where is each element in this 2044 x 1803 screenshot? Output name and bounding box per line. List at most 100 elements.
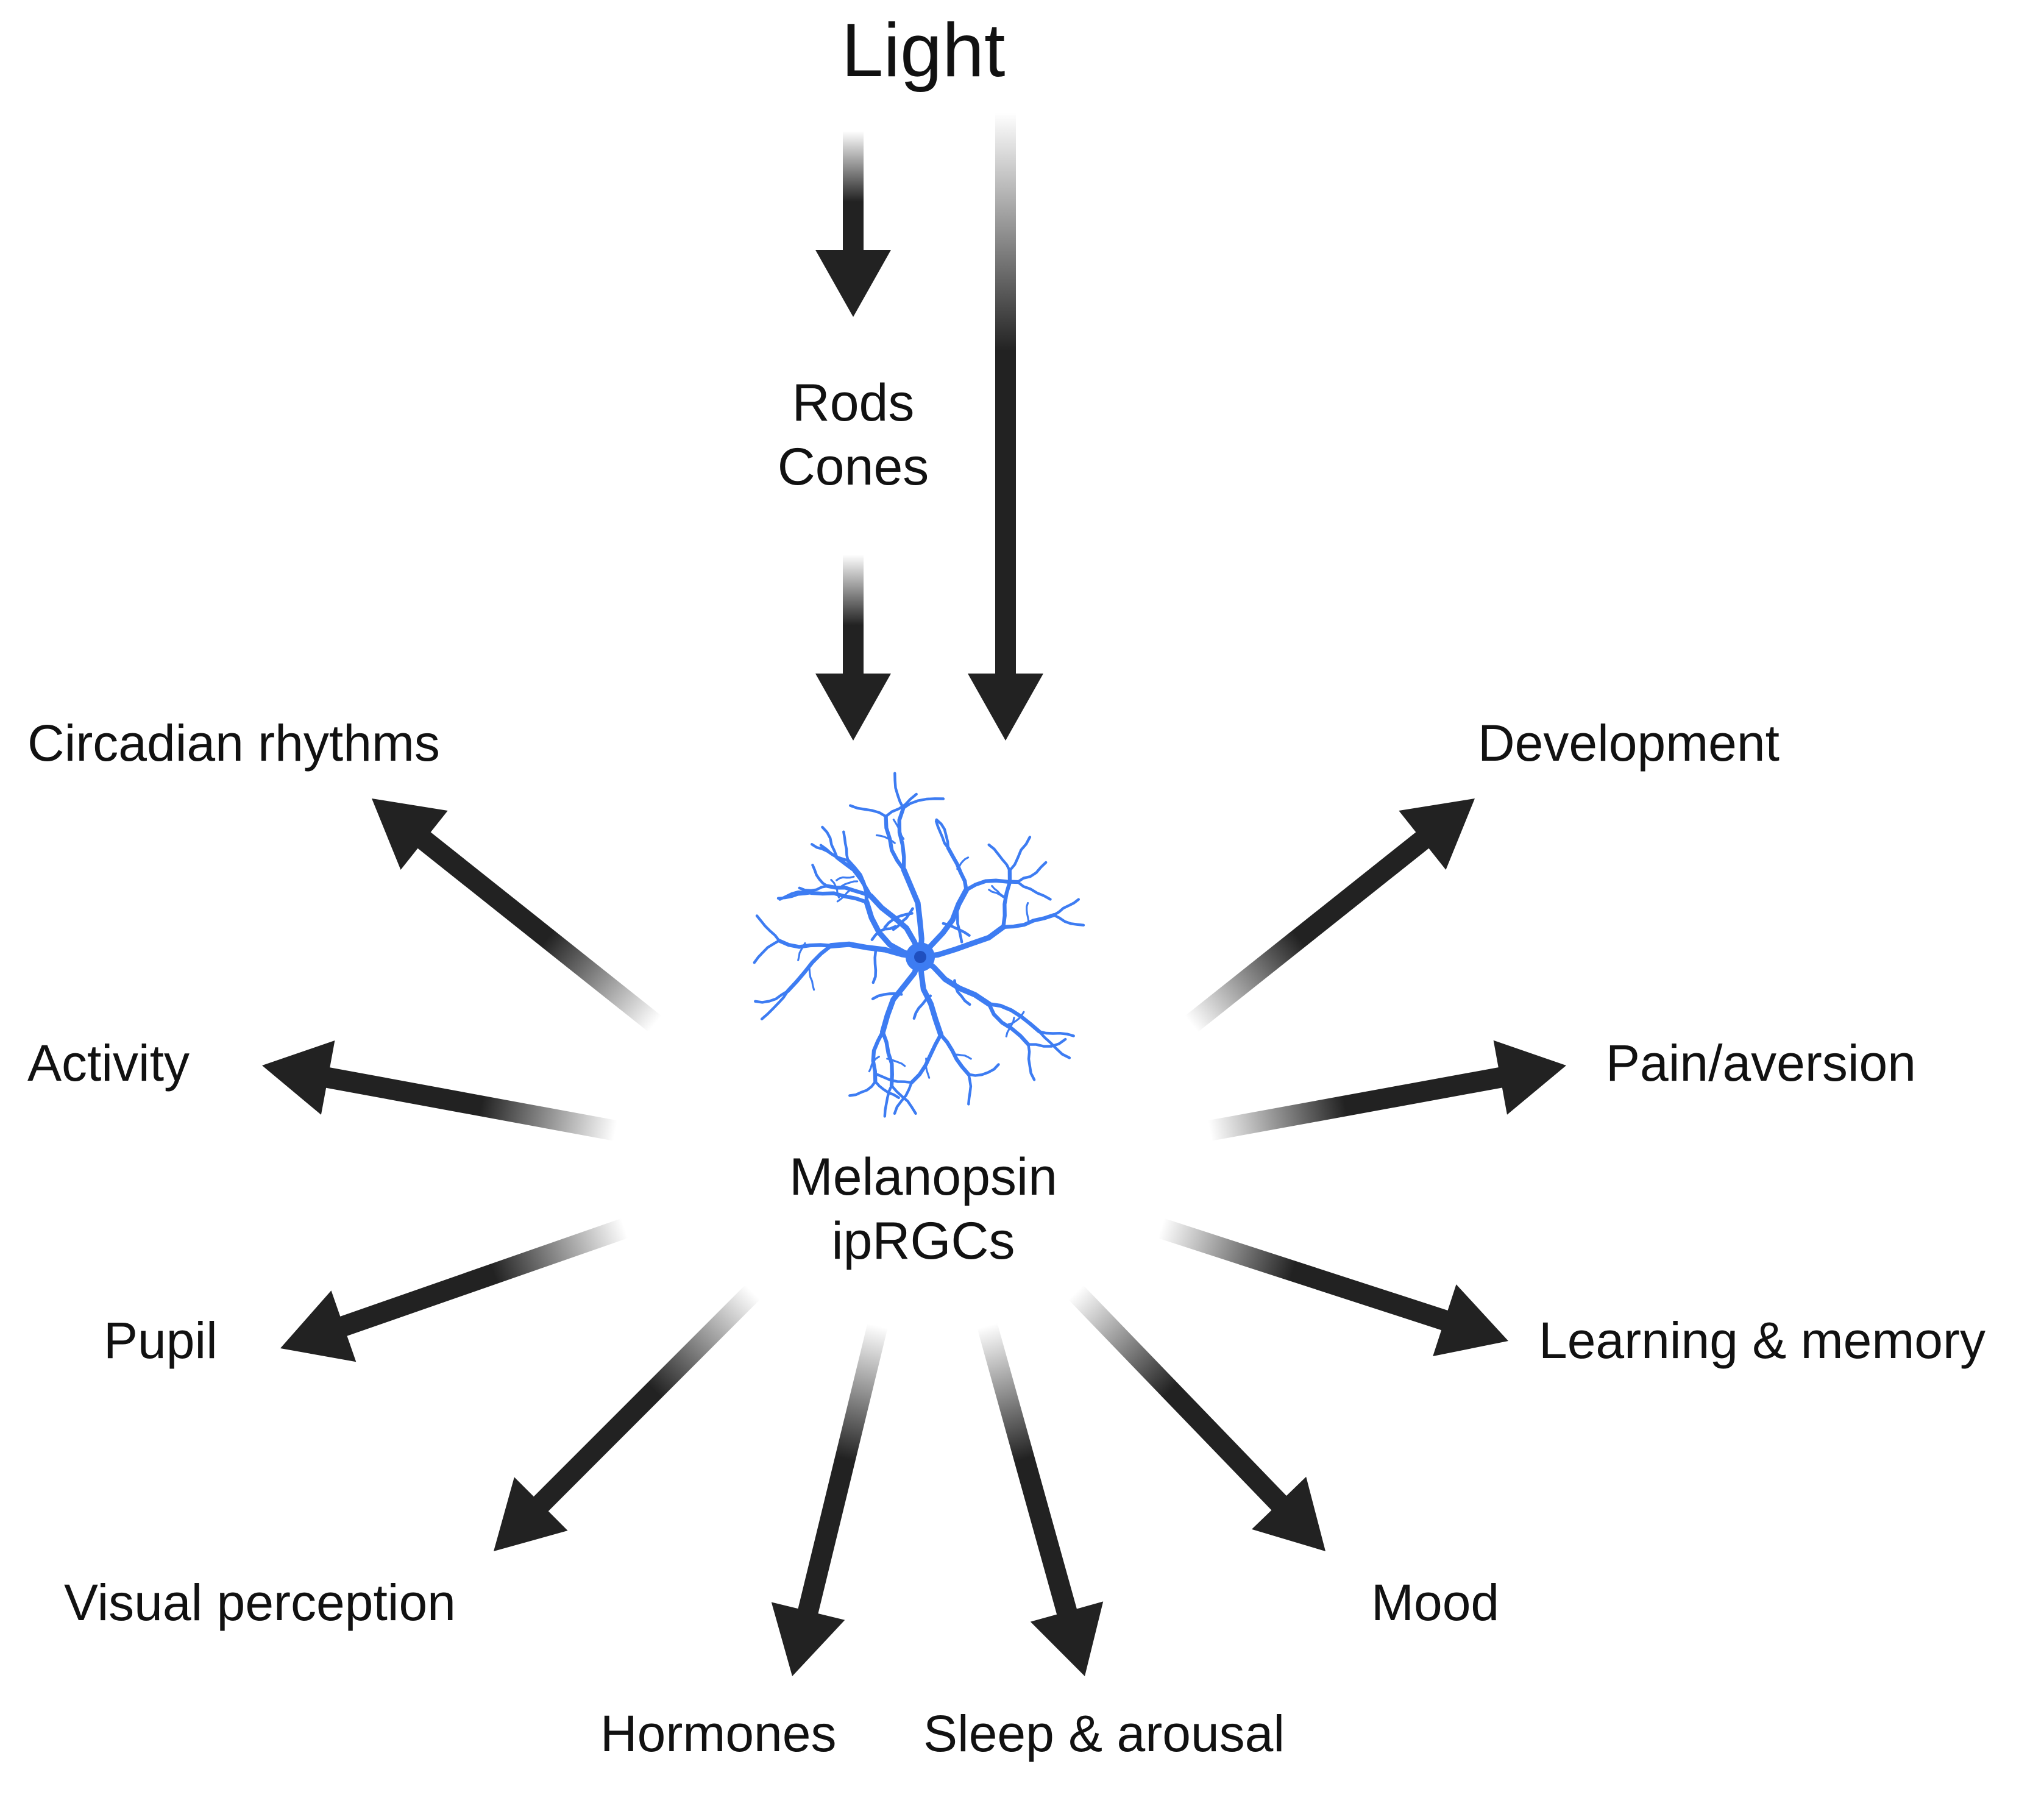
dendrite <box>755 914 781 942</box>
dendrite <box>1052 898 1080 917</box>
dendrite <box>786 944 833 994</box>
dendrite <box>967 1063 1000 1077</box>
dendrite <box>934 820 949 850</box>
dendrite <box>777 939 833 949</box>
dendrite <box>821 825 839 859</box>
output-label-visual-perception: Visual perception <box>64 1574 456 1631</box>
dendrite <box>848 1080 877 1097</box>
output-label-sleep-arousal: Sleep & arousal <box>923 1705 1285 1762</box>
dendrite <box>912 994 932 1020</box>
dendrite <box>836 875 855 881</box>
dendrite <box>1026 902 1030 922</box>
dendrite <box>884 814 906 872</box>
arrow-to-sleep <box>977 1323 1104 1676</box>
dendrite <box>760 989 789 1020</box>
dendrite <box>1027 1043 1036 1081</box>
arrow-to-hormones <box>771 1323 888 1676</box>
dendrite <box>953 979 971 1006</box>
light-label: Light <box>842 9 1006 93</box>
rods-label: Rods <box>792 374 915 432</box>
dendrite <box>967 1073 973 1106</box>
output-label-development: Development <box>1478 714 1780 772</box>
dendrite <box>890 1084 917 1115</box>
arrow-rods-to-iprgc <box>815 555 891 741</box>
arrow-to-pupil <box>280 1218 628 1362</box>
dendrite <box>1016 880 1052 901</box>
dendrite <box>954 1053 972 1060</box>
arrow-to-development <box>1185 798 1475 1033</box>
dendrite <box>1038 1030 1075 1037</box>
dendrite <box>1052 914 1085 926</box>
arrow-to-circadian <box>372 798 662 1033</box>
dendrite <box>988 889 1008 900</box>
output-label-pupil: Pupil <box>104 1312 218 1369</box>
dendrite <box>935 818 949 850</box>
melanopsin-label: Melanopsin <box>789 1148 1057 1206</box>
dendrite <box>808 967 815 991</box>
dendrite <box>886 1058 906 1067</box>
arrow-to-pain <box>1207 1040 1566 1141</box>
dendrite <box>835 855 873 898</box>
dendrite <box>868 1056 880 1073</box>
dendrite <box>964 878 1020 892</box>
dendrite <box>875 834 896 844</box>
dendrite <box>798 884 829 892</box>
dendrite <box>917 924 1006 960</box>
arrow-to-activity <box>262 1040 618 1141</box>
dendrite <box>909 1033 943 1085</box>
arrow-to-learning <box>1157 1218 1508 1356</box>
dendrite <box>897 806 906 872</box>
dendrite <box>840 880 859 887</box>
dendrite <box>1007 1011 1025 1025</box>
dendrite <box>987 843 1011 872</box>
dendrite <box>876 1073 913 1084</box>
dendrite <box>871 992 903 1000</box>
output-label-hormones: Hormones <box>600 1705 836 1762</box>
cones-label: Cones <box>778 438 929 496</box>
dendrite <box>871 950 878 984</box>
dendrite <box>811 843 839 859</box>
dendrite <box>892 819 905 840</box>
dendrite <box>883 1084 893 1118</box>
iprgcs-label: ipRGCs <box>831 1212 1015 1270</box>
arrow-to-visual-perception <box>494 1285 760 1551</box>
dendrite <box>753 939 781 964</box>
dendrite <box>1001 913 1056 930</box>
dendrite <box>836 890 850 903</box>
output-label-learning-memory: Learning & memory <box>1539 1312 1985 1369</box>
arrow-light-to-rods <box>815 131 891 317</box>
dendrite <box>987 1002 1042 1034</box>
dendrite <box>811 864 829 887</box>
dendrite <box>881 1030 894 1088</box>
dendrite <box>797 942 806 961</box>
dendrite <box>902 797 945 810</box>
dendrite <box>942 922 971 937</box>
dendrite <box>901 867 924 960</box>
output-label-mood: Mood <box>1371 1574 1499 1631</box>
dendrite <box>1008 836 1032 872</box>
dendrite <box>849 804 887 818</box>
arrow-light-to-iprgc <box>968 113 1043 741</box>
dendrite <box>991 884 1008 898</box>
nucleus <box>914 951 926 963</box>
dendrite <box>809 891 869 905</box>
arrow-to-mood <box>1068 1285 1325 1551</box>
output-label-pain-aversion: Pain/aversion <box>1606 1034 1916 1092</box>
dendrite <box>924 1058 931 1079</box>
dendrite <box>1027 1037 1067 1048</box>
dendrite <box>1016 861 1048 884</box>
arrows-group <box>262 113 1566 1676</box>
output-label-circadian-rhythms: Circadian rhythms <box>27 714 440 772</box>
retinal-ganglion-neuron-icon <box>753 772 1085 1118</box>
dendrite <box>874 1080 900 1100</box>
dendrite <box>754 989 789 1004</box>
dendrite <box>956 909 963 944</box>
dendrite <box>987 1002 1031 1047</box>
dendrite <box>956 856 970 870</box>
dendrite <box>883 912 914 929</box>
dendrite <box>825 884 873 898</box>
output-label-activity: Activity <box>27 1034 190 1092</box>
dendrite <box>870 925 897 941</box>
dendrite <box>842 830 850 862</box>
